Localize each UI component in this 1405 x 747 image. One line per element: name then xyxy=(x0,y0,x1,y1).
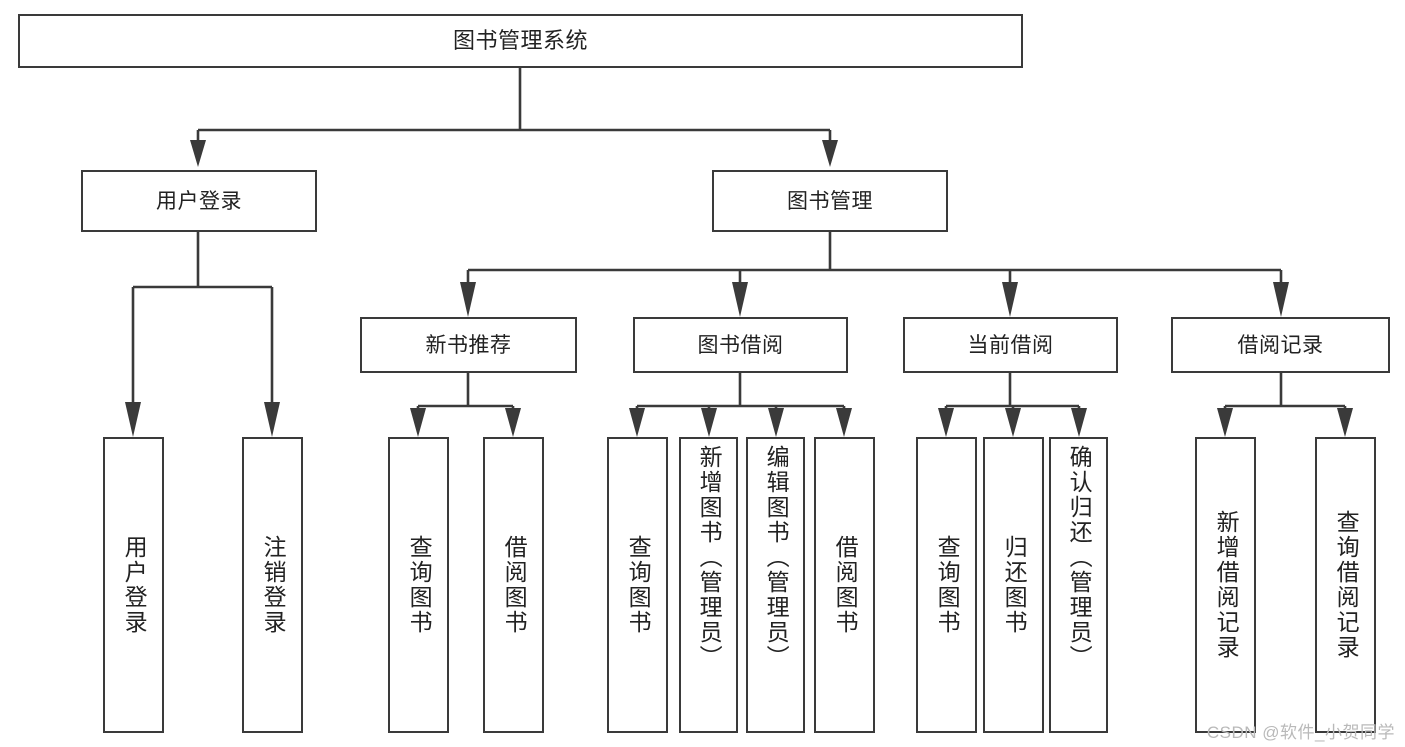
node-current-borrow[interactable]: 当前借阅 xyxy=(903,317,1118,373)
leaf-confirm-return[interactable]: 确认归还（管理员） xyxy=(1049,437,1108,733)
node-root[interactable]: 图书管理系统 xyxy=(18,14,1023,68)
node-borrow-record[interactable]: 借阅记录 xyxy=(1171,317,1390,373)
leaf-user-login[interactable]: 用户登录 xyxy=(103,437,164,733)
leaf-query-record[interactable]: 查询借阅记录 xyxy=(1315,437,1376,733)
node-book-manage[interactable]: 图书管理 xyxy=(712,170,948,232)
arrowhead-leaf-query-book-3 xyxy=(938,408,954,437)
leaf-edit-book[interactable]: 编辑图书（管理员） xyxy=(746,437,805,733)
leaf-query-book-3-label: 查询图书 xyxy=(934,535,961,635)
arrowhead-borrow-record xyxy=(1273,282,1289,317)
leaf-query-book-2[interactable]: 查询图书 xyxy=(607,437,668,733)
arrowhead-leaf-edit-book xyxy=(768,408,784,437)
arrowhead-leaf-add-record xyxy=(1217,408,1233,437)
arrowhead-leaf-add-book xyxy=(701,408,717,437)
leaf-user-login-label: 用户登录 xyxy=(121,535,148,635)
arrowhead-leaf-borrow-book-1 xyxy=(505,408,521,437)
arrowhead-leaf-query-record xyxy=(1337,408,1353,437)
arrowhead-new-book-recommend xyxy=(460,282,476,317)
node-user-login-label: 用户登录 xyxy=(156,189,242,213)
node-new-book-recommend[interactable]: 新书推荐 xyxy=(360,317,577,373)
leaf-query-book-2-label: 查询图书 xyxy=(625,535,652,635)
arrowhead-leaf-borrow-book-2 xyxy=(836,408,852,437)
arrowhead-book-borrow xyxy=(732,282,748,317)
node-root-label: 图书管理系统 xyxy=(452,28,588,53)
arrowhead-user-login xyxy=(190,140,206,167)
leaf-borrow-book-1[interactable]: 借阅图书 xyxy=(483,437,544,733)
leaf-borrow-book-2[interactable]: 借阅图书 xyxy=(814,437,875,733)
leaf-confirm-return-label: 确认归还（管理员） xyxy=(1066,445,1093,670)
arrowhead-book-manage xyxy=(822,140,838,167)
leaf-add-book[interactable]: 新增图书（管理员） xyxy=(679,437,738,733)
leaf-return-book[interactable]: 归还图书 xyxy=(983,437,1044,733)
leaf-query-record-label: 查询借阅记录 xyxy=(1333,510,1360,660)
leaf-add-book-label: 新增图书（管理员） xyxy=(696,445,723,670)
arrowhead-leaf-user-login xyxy=(125,402,141,437)
leaf-borrow-book-2-label: 借阅图书 xyxy=(832,535,859,635)
node-user-login[interactable]: 用户登录 xyxy=(81,170,317,232)
leaf-user-logout[interactable]: 注销登录 xyxy=(242,437,303,733)
arrowhead-leaf-query-book-2 xyxy=(629,408,645,437)
node-new-book-recommend-label: 新书推荐 xyxy=(425,333,512,357)
leaf-edit-book-label: 编辑图书（管理员） xyxy=(763,445,790,670)
leaf-add-record-label: 新增借阅记录 xyxy=(1213,510,1240,660)
arrowhead-leaf-user-logout xyxy=(264,402,280,437)
node-borrow-record-label: 借阅记录 xyxy=(1237,333,1324,357)
leaf-query-book-1-label: 查询图书 xyxy=(406,535,433,635)
leaf-query-book-3[interactable]: 查询图书 xyxy=(916,437,977,733)
node-book-borrow[interactable]: 图书借阅 xyxy=(633,317,848,373)
node-book-manage-label: 图书管理 xyxy=(787,189,873,213)
leaf-return-book-label: 归还图书 xyxy=(1001,535,1028,635)
node-book-borrow-label: 图书借阅 xyxy=(697,333,784,357)
arrowhead-leaf-confirm-return xyxy=(1071,408,1087,437)
node-current-borrow-label: 当前借阅 xyxy=(967,333,1054,357)
leaf-user-logout-label: 注销登录 xyxy=(260,535,287,635)
arrowhead-leaf-return-book xyxy=(1005,408,1021,437)
leaf-add-record[interactable]: 新增借阅记录 xyxy=(1195,437,1256,733)
watermark: CSDN @软件_小贺同学 xyxy=(1206,723,1395,742)
leaf-query-book-1[interactable]: 查询图书 xyxy=(388,437,449,733)
leaf-borrow-book-1-label: 借阅图书 xyxy=(501,535,528,635)
arrowhead-current-borrow xyxy=(1002,282,1018,317)
arrowhead-leaf-query-book-1 xyxy=(410,408,426,437)
